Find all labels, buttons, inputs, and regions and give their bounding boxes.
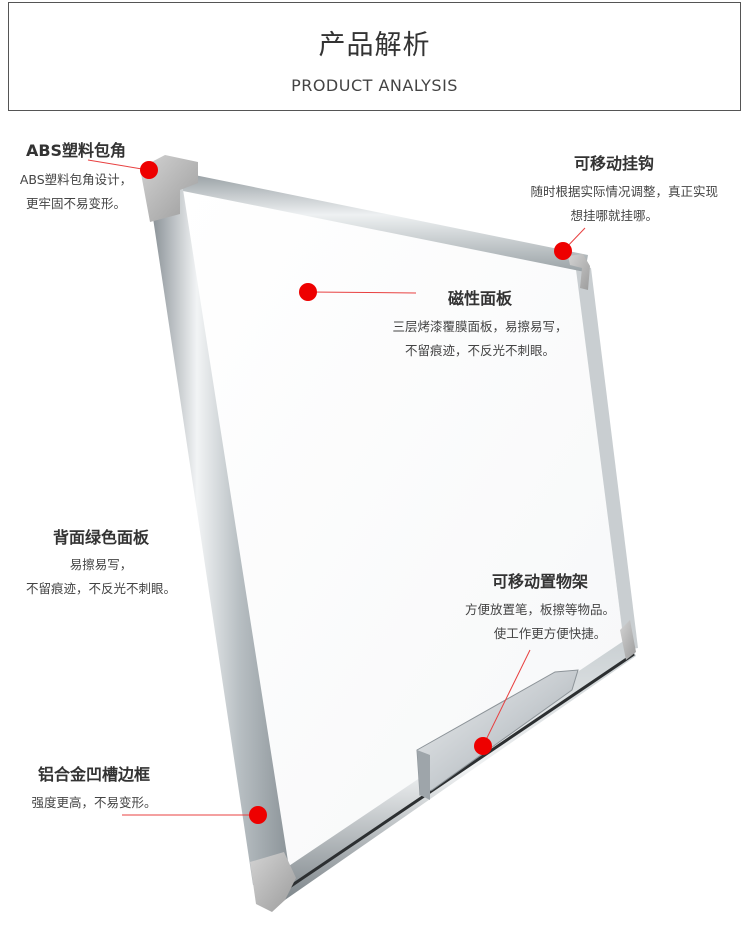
annotation-desc-line: 不留痕迹，不反光不刺眼。: [25, 581, 176, 596]
annotation-aluminum: 铝合金凹槽边框 强度更高，不易变形。: [14, 761, 174, 815]
header-box: 产品解析 PRODUCT ANALYSIS: [8, 2, 741, 111]
marker-abs: [140, 161, 158, 179]
pen-tray-lip: [417, 750, 430, 800]
callout-markers: [140, 161, 572, 824]
marker-aluminum: [249, 806, 267, 824]
frame-right: [575, 262, 638, 650]
callout-line-magnetic: [309, 291, 417, 294]
corner-cap-bottom-left: [250, 852, 296, 912]
annotation-desc-line: 使工作更方便快捷。: [493, 626, 607, 641]
page-title: 产品解析: [318, 30, 431, 61]
annotation-title: 可移动挂钩: [573, 154, 654, 173]
frame-left: [147, 178, 290, 885]
page-subtitle: PRODUCT ANALYSIS: [291, 76, 458, 95]
annotation-desc-line: 更牢固不易变形。: [25, 196, 126, 211]
corner-cap-top-right: [568, 254, 590, 290]
annotation-title: 铝合金凹槽边框: [37, 765, 150, 784]
annotation-tray: 可移动置物架 方便放置笔，板擦等物品。 使工作更方便快捷。: [430, 568, 650, 646]
annotation-abs-corner: ABS塑料包角 ABS塑料包角设计， 更牢固不易变形。: [6, 137, 146, 216]
annotation-title: 磁性面板: [447, 289, 512, 308]
callout-line-abs: [87, 159, 149, 171]
annotation-back-panel: 背面绿色面板 易擦易写， 不留痕迹，不反光不刺眼。: [6, 524, 196, 601]
annotation-magnetic: 磁性面板 三层烤漆覆膜面板，易擦易写， 不留痕迹，不反光不刺眼。: [370, 285, 590, 363]
frame-bottom-groove: [284, 652, 635, 892]
callout-lines: [87, 159, 586, 816]
marker-magnetic: [299, 283, 317, 301]
annotation-desc-line: 强度更高，不易变形。: [31, 795, 157, 810]
annotation-desc-line: 易擦易写，: [69, 557, 133, 572]
corner-cap-bottom-right: [620, 620, 636, 660]
annotation-desc-line: 方便放置笔，板擦等物品。: [464, 602, 615, 617]
frame-top: [160, 168, 588, 272]
annotation-desc-line: 想挂哪就挂哪。: [570, 208, 658, 223]
whiteboard: [140, 155, 638, 912]
annotation-desc-line: 随时根据实际情况调整，真正实现: [530, 184, 718, 199]
marker-hook: [554, 242, 572, 260]
annotation-desc-line: 不留痕迹，不反光不刺眼。: [404, 343, 555, 358]
annotation-title: 可移动置物架: [491, 572, 588, 591]
callout-line-tray: [482, 649, 531, 747]
annotation-title: ABS塑料包角: [25, 141, 127, 160]
marker-tray: [474, 737, 492, 755]
annotation-desc-line: 三层烤漆覆膜面板，易擦易写，: [392, 319, 568, 334]
annotation-desc-line: ABS塑料包角设计，: [19, 172, 133, 187]
annotation-title: 背面绿色面板: [52, 528, 149, 547]
annotation-hook: 可移动挂钩 随时根据实际情况调整，真正实现 想挂哪就挂哪。: [440, 150, 718, 228]
